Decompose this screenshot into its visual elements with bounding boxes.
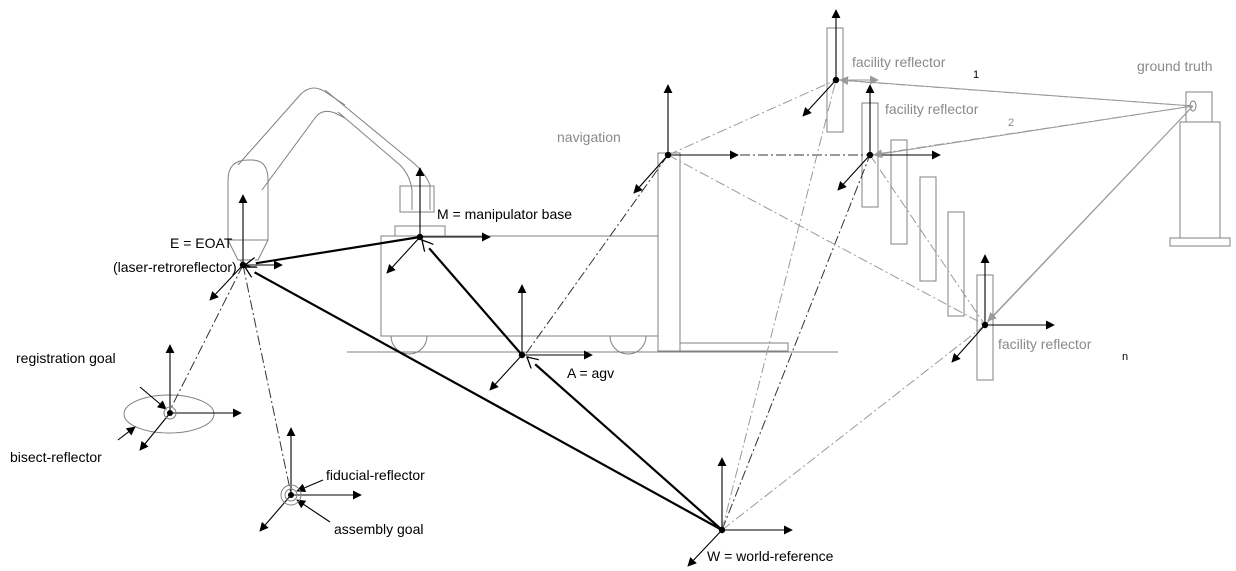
label-world-reference: W = world-reference [707, 548, 834, 564]
label-eoat: E = EOAT [170, 235, 233, 251]
measurement-lines [169, 79, 1194, 531]
label-facility-reflector-n: facility reflector [998, 336, 1092, 352]
label-ground-truth: ground truth [1137, 58, 1213, 74]
label-facility-reflector-n-index: n [1122, 351, 1128, 363]
transform-vectors [245, 235, 723, 531]
frame-m [386, 167, 491, 274]
label-facility-reflector-1: facility reflector [852, 54, 946, 70]
frame-registration-goal [117, 344, 242, 451]
frame-w [687, 457, 793, 567]
frame-facility-reflector-n [951, 254, 1055, 363]
label-agv: A = agv [567, 365, 614, 381]
label-eoat-sub: (laser-retroreflector) [113, 259, 237, 275]
registration-plate [123, 394, 215, 434]
label-fiducial-reflector: fiducial-reflector [326, 467, 425, 483]
label-facility-reflector-2: facility reflector [885, 101, 979, 117]
label-navigation: navigation [557, 129, 621, 145]
agv-body [347, 152, 838, 355]
labels: E = EOAT (laser-retroreflector) M = mani… [10, 54, 1213, 564]
frame-e [209, 194, 283, 301]
label-facility-reflector-1-index: 1 [973, 69, 979, 81]
label-bisect-reflector: bisect-reflector [10, 449, 102, 465]
robot-arm [227, 87, 435, 271]
label-registration-goal: registration goal [16, 350, 116, 366]
label-assembly-goal: assembly goal [334, 521, 424, 537]
ground-truth-arrows [839, 76, 1194, 322]
frame-a [489, 284, 593, 391]
label-facility-reflector-2-index: 2 [1008, 117, 1014, 129]
label-manipulator-base: M = manipulator base [437, 206, 572, 222]
ground-truth-instrument [1169, 91, 1231, 247]
frame-assembly-goal [259, 427, 362, 532]
frame-navigation [633, 84, 739, 194]
